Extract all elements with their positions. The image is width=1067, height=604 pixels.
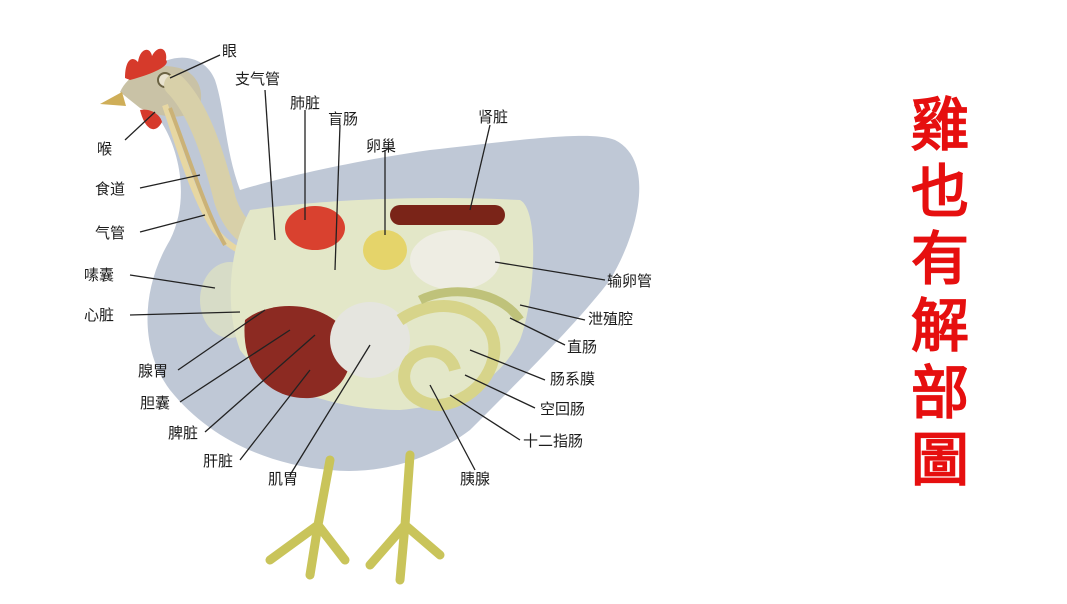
leader-spleen [204, 334, 316, 433]
label-bronchus: 支气管 [235, 70, 281, 88]
leader-proventriculus [177, 309, 266, 371]
label-lung: 肺脏 [290, 94, 321, 112]
leader-liver [239, 369, 311, 461]
label-pancreas: 胰腺 [460, 470, 491, 488]
label-gallbladder: 胆囊 [140, 394, 171, 412]
leader-rectum [509, 317, 566, 346]
page-title: 雞 也 有 解 部 圖 [880, 92, 1000, 494]
leader-esophagus [139, 174, 201, 189]
leader-larynx [124, 111, 156, 141]
label-oviduct: 输卵管 [607, 272, 653, 290]
esophagus-tube [168, 107, 227, 246]
label-trachea: 气管 [95, 224, 126, 242]
leg-right [365, 450, 445, 585]
label-kidney: 肾脏 [478, 108, 509, 126]
leader-mesentery [469, 349, 546, 381]
title-char: 部 [910, 359, 969, 427]
title-char: 雞 [910, 91, 969, 159]
label-gizzard: 肌胃 [268, 470, 299, 488]
leader-duodenum [449, 394, 521, 441]
ovary-organ [363, 230, 407, 270]
title-char: 解 [910, 292, 969, 360]
label-jejunum-ileum: 空回肠 [540, 400, 586, 418]
leader-oviduct [494, 261, 606, 281]
intestine-loops [396, 300, 501, 412]
intestine-loops-2 [417, 287, 524, 323]
label-cloaca: 泄殖腔 [588, 310, 634, 328]
label-mesentery: 肠系膜 [550, 370, 596, 388]
leader-bronchus [264, 89, 276, 241]
leader-trachea [139, 214, 206, 233]
title-char: 圖 [910, 426, 969, 494]
label-spleen: 脾脏 [168, 424, 199, 442]
leader-lines [124, 54, 606, 476]
leader-cecum [334, 124, 341, 271]
label-larynx: 喉 [97, 140, 113, 158]
lung-organ [285, 206, 345, 250]
gizzard-organ [330, 302, 410, 378]
title-char: 有 [910, 225, 969, 293]
leader-cloaca [519, 304, 586, 321]
chicken-comb [125, 48, 167, 80]
label-liver: 肝脏 [203, 452, 234, 470]
chicken-beak [100, 92, 126, 106]
label-crop: 嗉囊 [84, 266, 115, 284]
leader-heart [129, 311, 241, 316]
label-proventriculus: 腺胃 [138, 362, 169, 380]
title-char: 也 [910, 158, 969, 226]
kidney-organ [390, 205, 505, 225]
leg-left [265, 455, 350, 580]
oviduct-organ [410, 230, 500, 290]
label-rectum: 直肠 [567, 338, 598, 356]
label-cecum: 盲肠 [328, 110, 359, 128]
label-esophagus: 食道 [95, 180, 126, 198]
label-ovary: 卵巢 [366, 137, 397, 155]
leader-kidney [469, 124, 491, 211]
leader-jejunum [464, 374, 536, 409]
liver-organ [244, 306, 351, 399]
leader-gizzard [289, 344, 371, 476]
leader-gallbladder [179, 329, 291, 403]
label-duodenum: 十二指肠 [523, 432, 584, 450]
leader-crop [129, 274, 216, 289]
chicken-wattle [140, 109, 162, 130]
leader-eye [169, 54, 221, 79]
label-eye: 眼 [222, 42, 238, 60]
label-heart: 心脏 [84, 306, 115, 324]
leader-pancreas [429, 384, 476, 471]
